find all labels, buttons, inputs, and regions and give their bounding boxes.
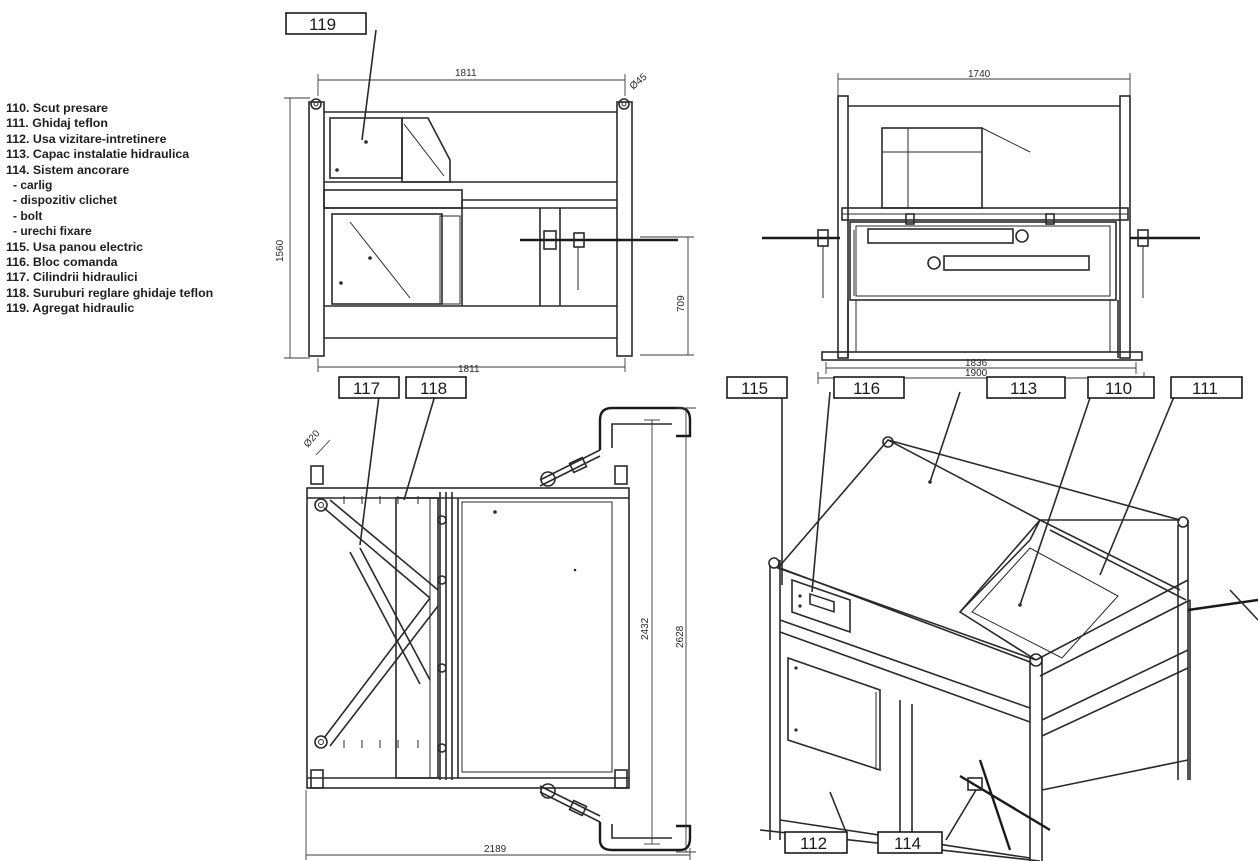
legend-item: - bolt [13,208,43,223]
svg-text:111: 111 [1192,379,1218,398]
legend-item: 114. Sistem ancorare [6,162,130,177]
svg-text:117: 117 [353,379,380,398]
callout-111: 111 [1099,376,1243,576]
svg-text:113: 113 [1010,379,1037,398]
svg-text:118: 118 [420,379,447,398]
svg-text:119: 119 [309,15,336,34]
side-view: 1740 [762,69,1200,384]
dim-front-lower: 709 [676,295,687,312]
callout-115: 115 [726,376,788,585]
legend-item: 110. Scut presare [6,101,108,115]
legend-item: 111. Ghidaj teflon [6,116,108,131]
callout-119: 119 [285,12,377,141]
legend-item: - dispozitiv clichet [13,193,118,208]
legend-item: 117. Cilindrii hidraulici [6,270,138,285]
plan-view: Ø20 [302,406,696,860]
callout-116: 116 [811,376,905,593]
callout-113: 113 [929,376,1066,483]
svg-text:115: 115 [741,379,768,398]
dim-plan-width: 2189 [484,844,507,855]
callout-110: 110 [1019,376,1155,606]
callout-114: 114 [877,789,977,854]
svg-text:114: 114 [894,834,921,853]
legend-item: 112. Usa vizitare-intretinere [6,131,167,146]
svg-text:116: 116 [853,379,880,398]
legend-item: 119. Agregat hidraulic [6,301,135,316]
dim-plan-depth-outer: 2628 [675,625,686,648]
callouts: 119 117 118 115 116 [285,12,1243,854]
dim-side-width-top: 1740 [968,69,991,80]
callout-117: 117 [338,376,400,546]
dim-front-width-bottom: 1811 [458,364,480,375]
dim-side-base-outer: 1900 [965,368,988,379]
isometric-view [759,436,1258,861]
dim-plan-depth-inner: 2432 [640,617,651,640]
legend-item: - urechi fixare [13,224,92,239]
callout-118: 118 [403,376,467,501]
front-view: 1811 Ø45 1560 1811 709 [275,68,694,375]
legend-item: 115. Usa panou electric [6,239,144,254]
legend-item: 113. Capac instalatie hidraulica [6,147,190,162]
legend-item: - carlig [13,178,53,193]
dim-side-base-inner: 1836 [965,358,988,369]
svg-text:112: 112 [800,834,827,853]
callout-112: 112 [784,791,848,854]
dim-plan-post: Ø20 [302,428,323,450]
dim-front-post: Ø45 [628,71,650,92]
legend-item: 116. Bloc comanda [6,255,118,270]
dim-front-height: 1560 [275,239,286,262]
dim-front-width-top: 1811 [455,68,477,79]
legend-item: 118. Suruburi reglare ghidaje teflon [6,285,214,300]
svg-text:110: 110 [1105,379,1132,398]
